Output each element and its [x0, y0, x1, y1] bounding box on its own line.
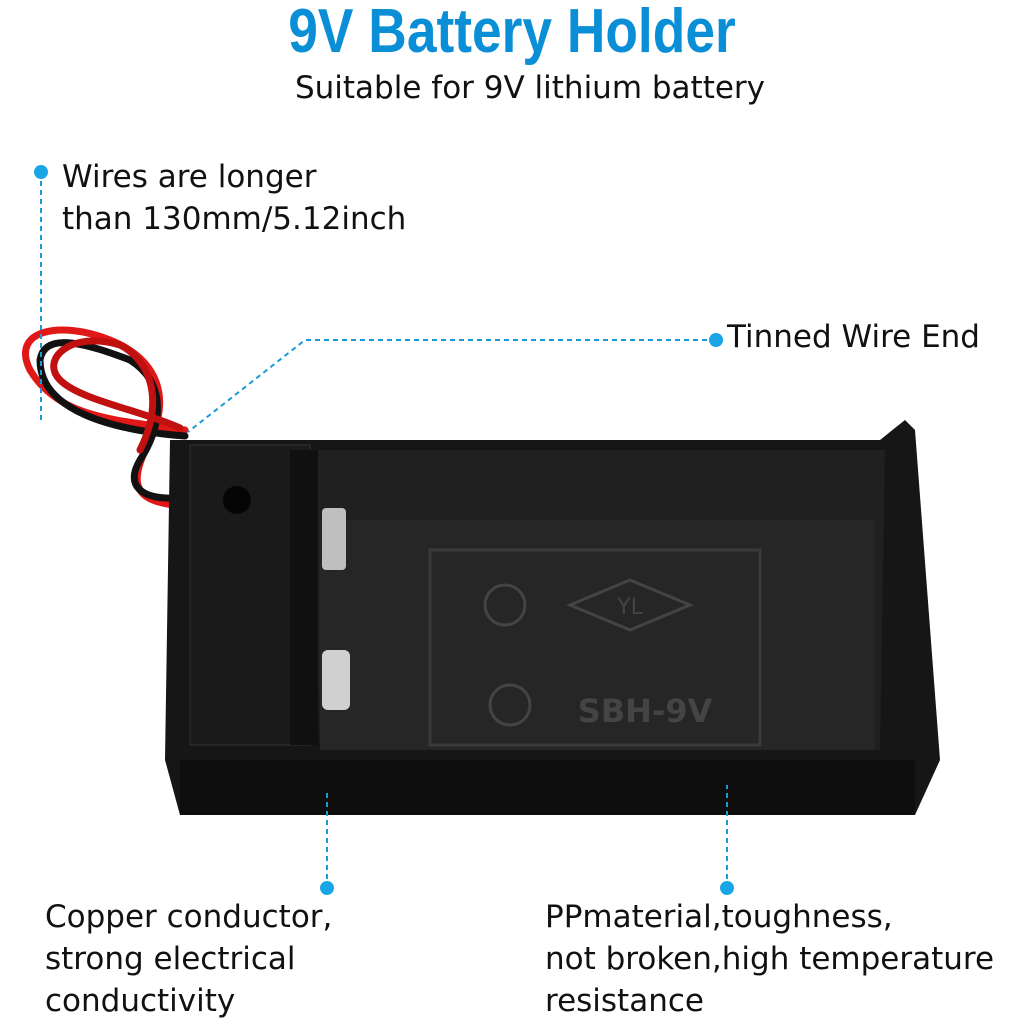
callout-wires: Wires are longer than 130mm/5.12inch: [62, 156, 406, 240]
callout-tinned: Tinned Wire End: [727, 319, 980, 355]
page-subtitle: Suitable for 9V lithium battery: [294, 70, 766, 106]
callout-material-line1: PPmaterial,toughness,: [545, 899, 893, 935]
callout-copper-line3: conductivity: [45, 983, 236, 1019]
callout-material-line3: resistance: [545, 983, 704, 1019]
logo-marking: YL: [616, 595, 643, 620]
callout-wires-line1: Wires are longer: [62, 159, 317, 195]
callout-copper-line1: Copper conductor,: [45, 899, 333, 935]
callout-material: PPmaterial,toughness, not broken,high te…: [545, 896, 994, 1022]
model-marking: SBH-9V: [578, 692, 713, 730]
wires: [22, 326, 189, 509]
callout-copper: Copper conductor, strong electrical cond…: [45, 896, 332, 1022]
callout-copper-line2: strong electrical: [45, 941, 296, 977]
callout-wires-line2: than 130mm/5.12inch: [62, 201, 407, 237]
battery-holder-body: YL SBH-9V: [165, 420, 940, 815]
callout-dots: [34, 165, 734, 895]
callout-material-line2: not broken,high temperature: [545, 941, 995, 977]
callout-lines: [40, 172, 728, 888]
page-title: 9V Battery Holder: [288, 0, 736, 66]
